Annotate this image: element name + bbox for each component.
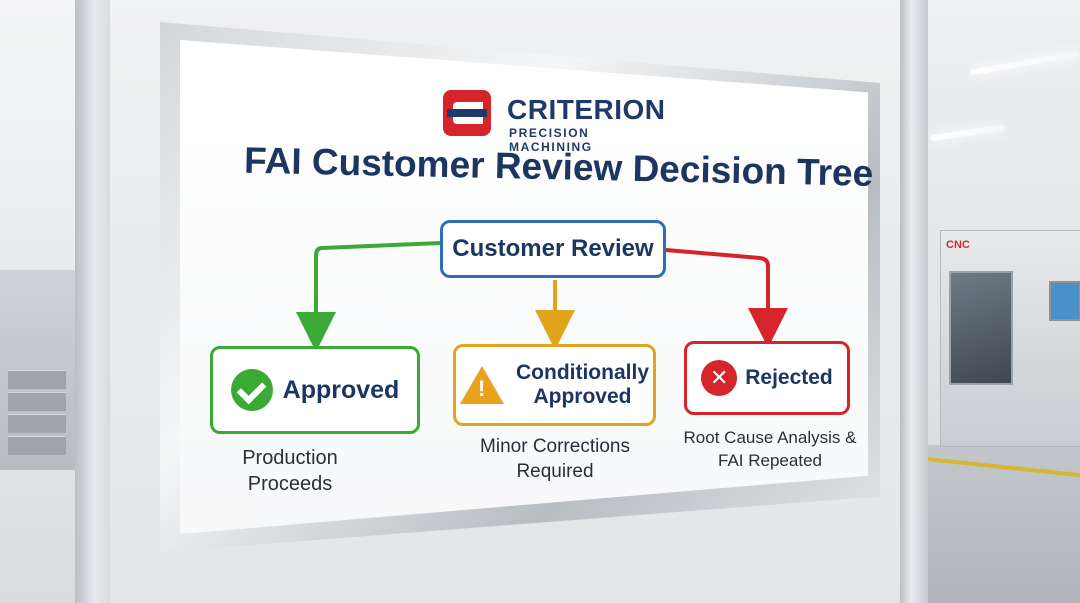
outcome-rejected: Root Cause Analysis & FAI Repeated — [683, 428, 857, 470]
node-label: Conditionally Approved — [516, 361, 649, 408]
connector-rejected — [665, 248, 788, 348]
node-label: Approved — [282, 375, 400, 404]
right-pillar — [900, 0, 928, 603]
cnc-machine: CNC — [940, 230, 1080, 447]
cabinet-drawer — [8, 436, 66, 455]
outcome-conditional: Minor Corrections Required — [480, 436, 630, 482]
logo-name: CRITERION — [507, 94, 666, 125]
node-label: Rejected — [745, 366, 833, 389]
node-label: Customer Review — [452, 235, 654, 262]
cabinet-drawer — [8, 392, 66, 411]
cnc-window — [949, 271, 1013, 385]
cnc-label: CNC — [946, 239, 970, 251]
x-circle-icon: ✕ — [701, 360, 738, 396]
sign-board — [180, 40, 868, 534]
node-rejected: ✕ Rejected — [684, 341, 850, 415]
company-logo: CRITERION PRECISION MACHINING — [443, 90, 673, 154]
logo-tagline: PRECISION MACHINING — [509, 126, 593, 154]
tool-cabinet — [0, 270, 75, 470]
node-customer-review: Customer Review — [440, 220, 666, 278]
outcome-approved: Production Proceeds — [242, 447, 338, 495]
node-approved: Approved — [210, 346, 420, 434]
cabinet-drawer — [8, 370, 66, 389]
connector-approved — [296, 241, 441, 352]
logo-mark-icon — [443, 90, 491, 136]
warning-triangle-icon: ! — [460, 366, 504, 404]
cabinet-drawer — [8, 414, 66, 433]
check-circle-icon — [230, 369, 273, 411]
node-conditionally-approved: ! Conditionally Approved — [453, 344, 656, 426]
